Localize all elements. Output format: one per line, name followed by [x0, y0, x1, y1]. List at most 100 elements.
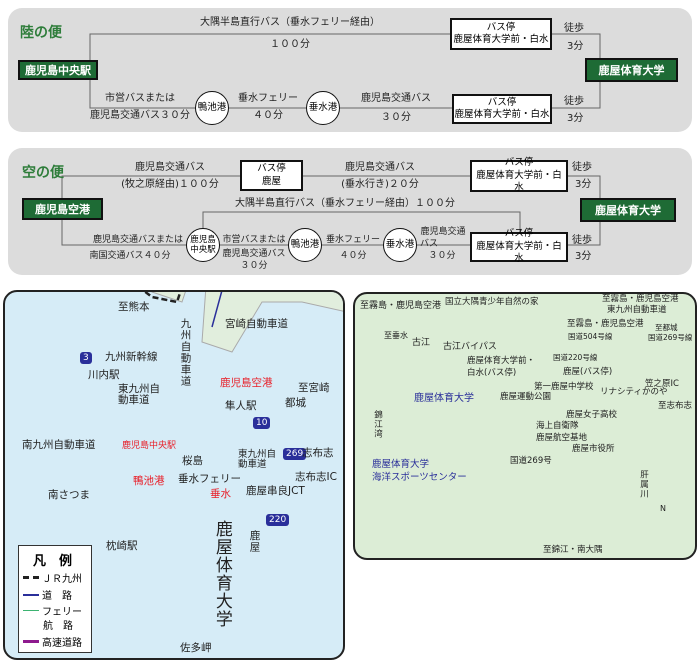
- seg-e-time: ３０分: [428, 251, 456, 261]
- jr-line-swatch: [23, 576, 39, 579]
- seg-e-label2: バス: [420, 239, 439, 249]
- label-shibushi: 志布志: [302, 447, 334, 459]
- local-map: [353, 292, 697, 560]
- label-route-269: 国道269号: [510, 456, 552, 466]
- label-kamoike-port: 鴨池港: [133, 475, 165, 487]
- seg-d-time: ３０分: [240, 261, 268, 271]
- bus-stop-label: バス停: [487, 96, 517, 108]
- port-kamoike: 鴨池港: [195, 91, 229, 125]
- label-jmsdf: 海上自衛隊: [536, 421, 579, 431]
- label-air-base: 鹿屋航空基地: [536, 433, 588, 443]
- seg-a-label: 鹿児島交通バス: [135, 162, 205, 173]
- bus-stop-name: 鹿屋体育大学前・白水: [453, 34, 549, 45]
- label-route-504: 国道504号線: [568, 332, 613, 341]
- walk-label: 徒歩: [572, 162, 592, 173]
- seg-b-label: 鹿児島交通バス: [345, 162, 415, 173]
- label-bus-stop-shiromizu: 鹿屋体育大学前・: [467, 356, 536, 366]
- label-shinkansen: 九州新幹線: [105, 351, 158, 363]
- label-kagoshima-airport: 鹿児島空港: [220, 377, 273, 389]
- label-satamisaki: 佐多岬: [180, 642, 212, 654]
- seg1-time: 鹿児島交通バス３０分: [90, 110, 190, 121]
- walk-label: 徒歩: [564, 23, 584, 34]
- destination-university: 鹿屋体育大学: [580, 198, 676, 222]
- label-kagoshima-chuo: 鹿児島中央駅: [122, 441, 177, 451]
- label-sakurajima: 桜島: [182, 455, 203, 467]
- ferry-line-swatch: [23, 610, 39, 611]
- route-220-shield: 220: [266, 514, 290, 526]
- label-to-kirishima-2: 至霧島・鹿児島空港: [602, 294, 679, 304]
- north-arrow-icon: N: [660, 504, 666, 513]
- label-sports-park: 鹿屋運動公園: [500, 392, 552, 402]
- label-youth-nature-house: 国立大隅青少年自然の家: [445, 297, 539, 307]
- ferry-label: 垂水フェリー: [238, 93, 298, 104]
- label-linacity: リナシティかのや: [600, 387, 668, 397]
- label-kinko-bay: 錦江湾: [372, 410, 383, 439]
- seg-d-label2: 鹿児島交通バス: [222, 249, 286, 259]
- label-kasanohara-ic: 笠之原IC: [645, 379, 679, 389]
- label-miyakonojo: 都城: [285, 397, 306, 409]
- seg3-label: 鹿児島交通バス: [361, 93, 431, 104]
- label-kushira-jct: 鹿屋串良JCT: [246, 485, 305, 497]
- seg-c-label: 鹿児島交通バスまたは: [92, 235, 184, 245]
- label-miyazaki-expressway: 宮崎自動車道: [225, 318, 288, 330]
- label-junior-high: 第一鹿屋中学校: [534, 382, 594, 392]
- label-route-220: 国道220号線: [553, 353, 598, 362]
- top-route-label: 大隅半島直行バス（垂水フェリー経由）: [200, 17, 380, 28]
- port-tarumizu: 垂水港: [383, 228, 417, 262]
- walk-time: 3分: [575, 251, 592, 262]
- legend-road: 道 路: [42, 591, 72, 602]
- bus-stop-box: バス停鹿屋体育大学前・白水: [452, 94, 552, 124]
- bus-stop-name: 鹿屋: [261, 175, 281, 187]
- route-3-shield: 3: [80, 352, 92, 364]
- label-nifs-campus: 鹿屋体育大学: [414, 393, 474, 404]
- label-furue: 古江: [412, 338, 431, 348]
- label-tarumizu-ferry: 垂水フェリー: [178, 473, 241, 485]
- seg-b-time: (垂水行き)２０分: [341, 179, 419, 190]
- label-to-miyakonojo: 至都城: [655, 323, 678, 332]
- label-to-kirishima-3: 至霧島・鹿児島空港: [567, 319, 644, 329]
- walk-label: 徒歩: [572, 235, 592, 246]
- land-title: 陸の便: [20, 25, 62, 41]
- map-legend: 凡 例 ＪＲ九州 道 路 フェリー 航 路 高速道路: [18, 545, 92, 653]
- bus-stop-kanoya: バス停鹿屋: [240, 160, 303, 191]
- bus-stop-box: バス停鹿屋体育大学前・白水: [450, 18, 552, 50]
- walk-time: 3分: [575, 179, 592, 190]
- bus-stop-name: 鹿屋体育大学前・白水: [476, 169, 562, 194]
- label-route-269b: 国道269号線: [648, 333, 693, 342]
- destination-university: 鹿屋体育大学: [585, 58, 678, 82]
- label-higashi-kyushu-expressway: 東九州自動車道: [118, 383, 160, 406]
- seg3-time: ３０分: [381, 112, 411, 123]
- origin-station: 鹿児島中央駅: [18, 60, 98, 80]
- label-higashi-kyushu-exp: 東九州自動車道: [607, 305, 667, 315]
- label-to-miyazaki: 至宮崎: [298, 382, 330, 394]
- label-sendai-station: 川内駅: [88, 369, 120, 381]
- label-marine-center-2: 海洋スポーツセンター: [372, 472, 467, 483]
- walk-time: 3分: [567, 41, 584, 52]
- route-10-shield: 10: [253, 417, 271, 429]
- bus-stop-box: バス停鹿屋体育大学前・白水: [470, 157, 568, 194]
- bus-stop-label: バス停: [504, 228, 534, 240]
- label-kyushu-expressway: 九州自動車道: [179, 318, 192, 387]
- expressway-swatch: [23, 640, 39, 643]
- label-nifs-university: 鹿屋体育大学: [211, 520, 232, 628]
- label-to-kinko: 至錦江・南大隅: [543, 545, 603, 555]
- top-route-time: １００分: [270, 39, 310, 50]
- ferry-label: 垂水フェリー: [325, 235, 381, 245]
- bus-stop-label: バス停: [504, 157, 534, 169]
- label-kanoya: 鹿屋: [248, 530, 261, 553]
- label-makurazaki-station: 枕崎駅: [106, 540, 138, 552]
- label-furue-bypass: 古江バイパス: [443, 342, 497, 352]
- walk-label: 徒歩: [564, 96, 584, 107]
- walk-time: 3分: [567, 113, 584, 124]
- ferry-time: ４０分: [253, 110, 283, 121]
- label-higashi-kyushu-expressway-2: 東九州自動車道: [238, 449, 277, 470]
- bus-stop-name: 鹿屋体育大学前・白水: [454, 109, 550, 120]
- air-title: 空の便: [22, 165, 64, 181]
- legend-jr: ＪＲ九州: [42, 574, 82, 585]
- legend-expressway: 高速道路: [42, 638, 82, 649]
- port-kamoike: 鴨池港: [288, 228, 322, 262]
- bus-stop-label: バス停: [257, 163, 286, 175]
- label-to-tarumizu: 至垂水: [384, 331, 408, 340]
- label-to-shibushi: 至志布志: [658, 401, 693, 411]
